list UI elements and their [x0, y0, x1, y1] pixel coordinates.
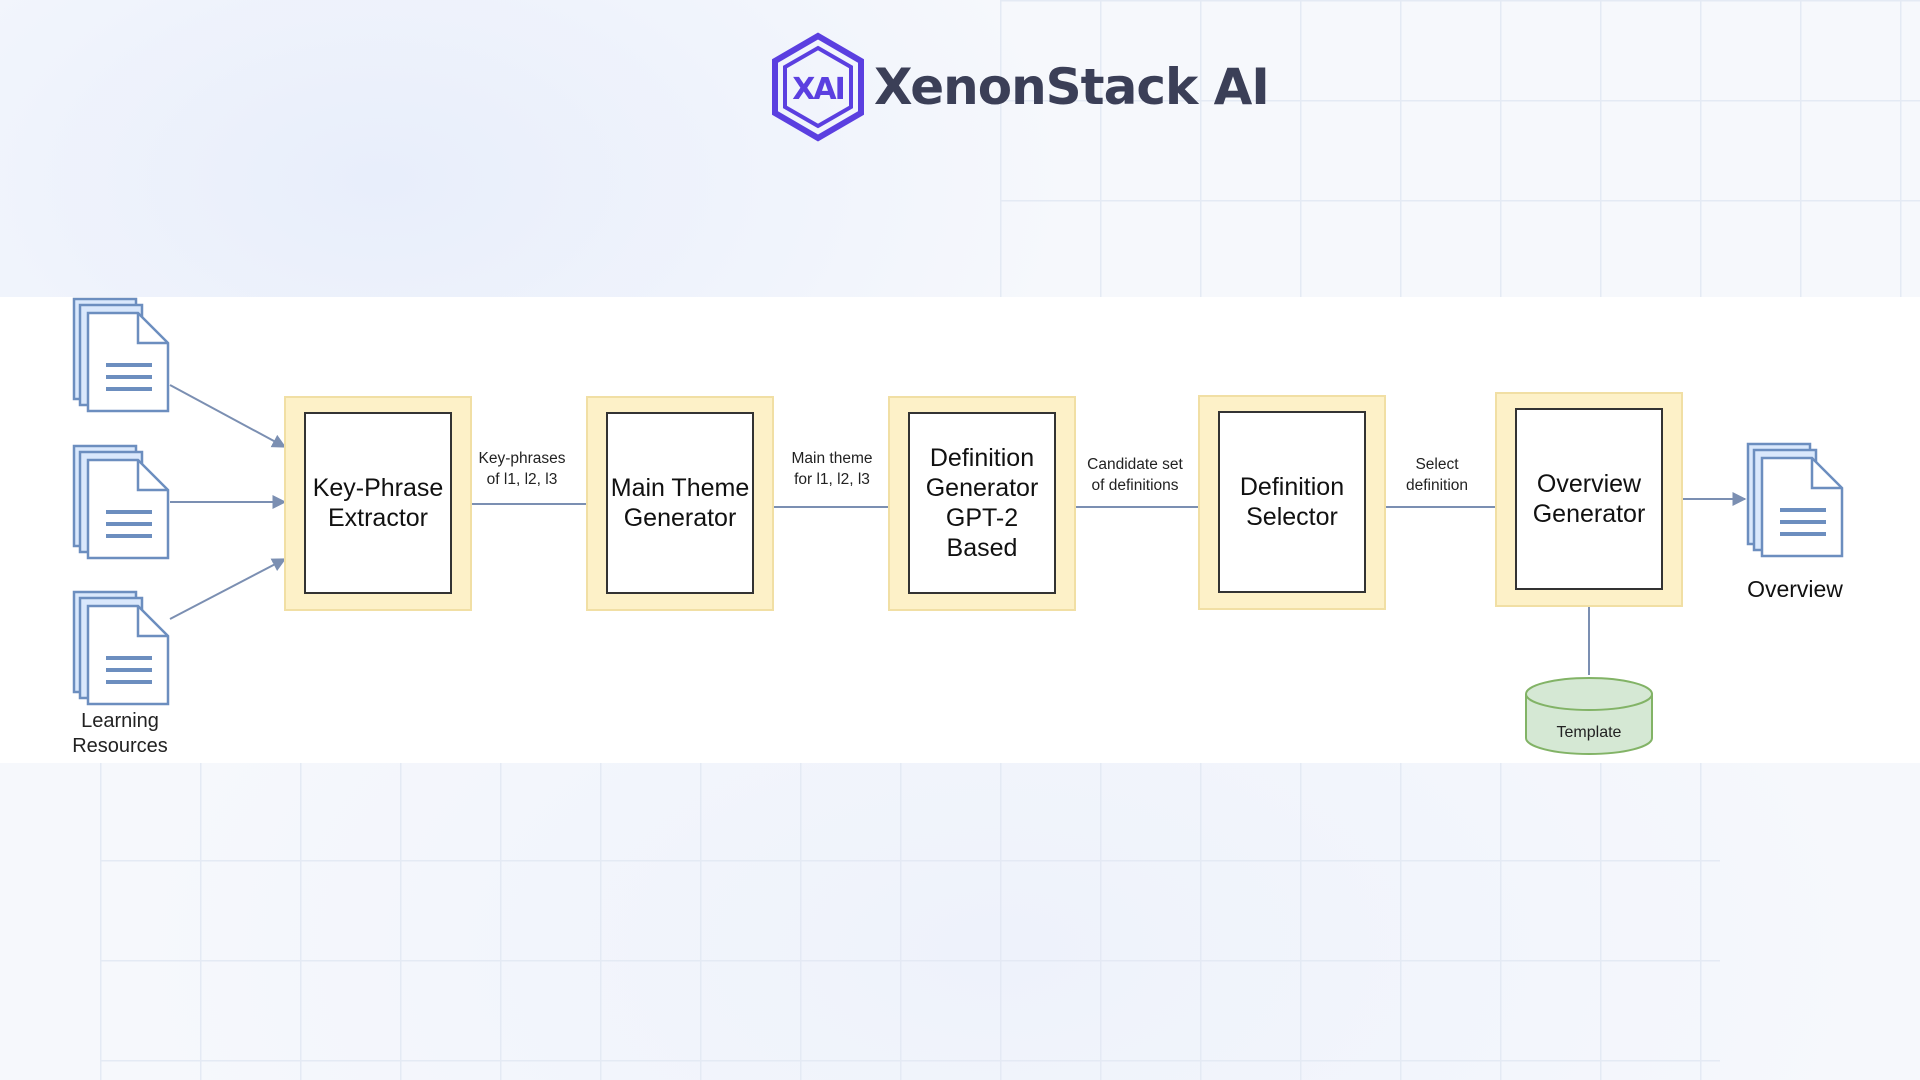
brand-name: XenonStack AI [874, 58, 1270, 116]
document-stack-icon [72, 297, 170, 413]
step-label: Overview Generator [1532, 470, 1646, 528]
step-definition-generator: Definition Generator GPT-2 Based [888, 396, 1076, 611]
inputs-caption: Learning Resources [72, 710, 168, 757]
output-caption: Overview [1747, 576, 1843, 602]
edge-label: Select definition [1405, 456, 1469, 494]
document-stack-icon [72, 590, 170, 706]
step-label: Definition Selector [1239, 473, 1345, 531]
svg-text:XAI: XAI [792, 72, 844, 107]
edge-label: Candidate set of definitions [1087, 456, 1183, 494]
background-grid [1000, 0, 1920, 300]
xenonstack-logo-icon: XAI [772, 32, 864, 142]
step-key-phrase-extractor: Key-Phrase Extractor [284, 396, 472, 611]
document-stack-icon [72, 444, 170, 560]
output-document-icon [1746, 442, 1844, 558]
header: XAI XenonStack AI [768, 32, 1270, 142]
step-box: Overview Generator [1515, 408, 1663, 590]
step-box: Definition Selector [1218, 411, 1366, 593]
flow-diagram: Learning Resources Key-Phrase Extractor … [0, 297, 1920, 763]
step-label: Definition Generator GPT-2 Based [925, 444, 1039, 562]
template-database-icon [1525, 677, 1653, 755]
arrow-input-1 [169, 384, 287, 448]
arrow-input-3 [169, 558, 287, 620]
step-box: Key-Phrase Extractor [304, 412, 452, 594]
step-box: Definition Generator GPT-2 Based [908, 412, 1056, 594]
step-definition-selector: Definition Selector [1198, 395, 1386, 610]
step-box: Main Theme Generator [606, 412, 754, 594]
step-main-theme-generator: Main Theme Generator [586, 396, 774, 611]
diagram-connectors [169, 384, 1747, 755]
step-label: Main Theme Generator [610, 474, 750, 532]
edge-label: Key-phrases of l1, l2, l3 [478, 450, 566, 488]
edge-label: Main theme for l1, l2, l3 [791, 450, 873, 488]
background-grid [100, 760, 1720, 1080]
step-overview-generator: Overview Generator [1495, 392, 1683, 607]
template-label: Template [1556, 724, 1622, 741]
step-label: Key-Phrase Extractor [312, 474, 444, 532]
